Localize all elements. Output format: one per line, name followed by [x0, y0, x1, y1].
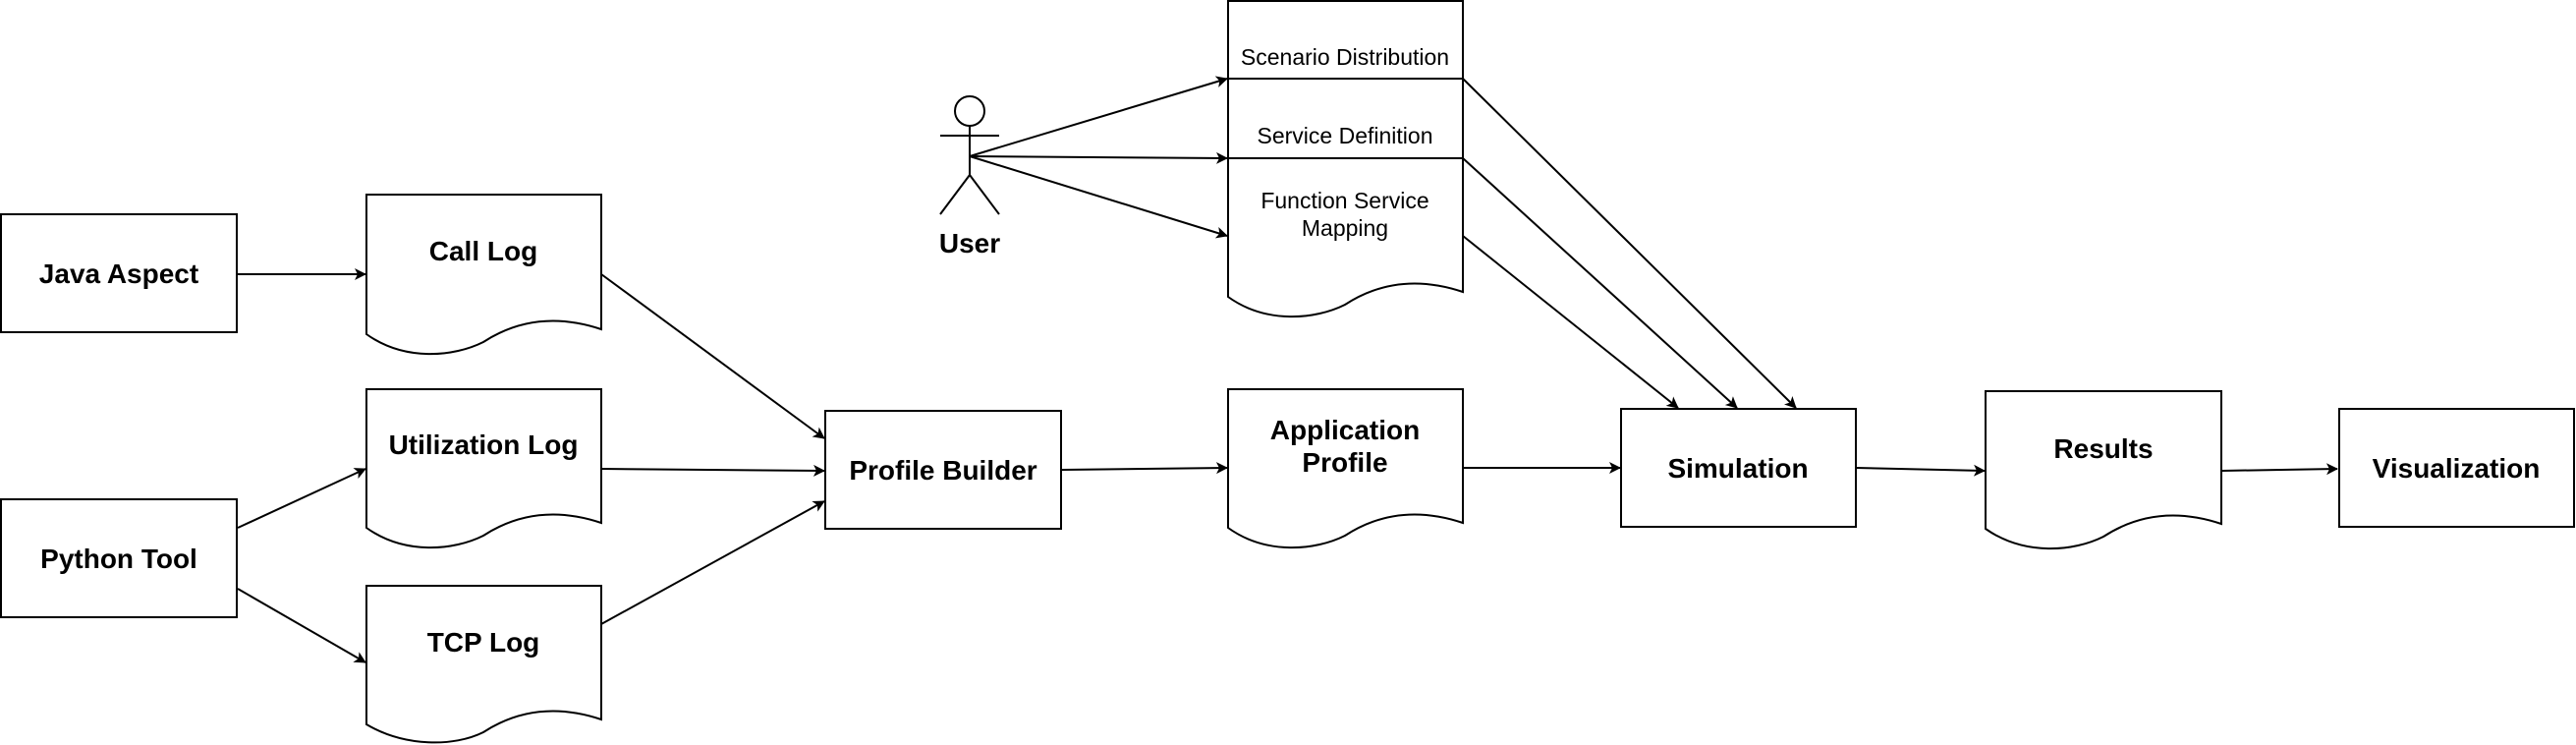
edge-scenario-distribution-to-simulation [1462, 78, 1797, 409]
call-log-label: Call Log [429, 236, 537, 266]
edge-tcp-log-to-profile-builder [600, 500, 825, 625]
function-service-mapping-label-line1: Function Service [1260, 188, 1428, 213]
scenario-distribution-label: Scenario Distribution [1241, 44, 1449, 70]
edge-user-to-service-definition [969, 151, 1228, 164]
simulation-label: Simulation [1667, 453, 1808, 484]
java-aspect-label: Java Aspect [39, 258, 198, 289]
python-tool-node: Python Tool [0, 498, 238, 618]
application-profile-label-line2: Profile [1302, 447, 1387, 478]
tcp-log-document: TCP Log [365, 585, 602, 744]
edge-profile-builder-to-application-profile [1061, 462, 1228, 475]
edge-python-tool-to-utilization-log [237, 468, 366, 529]
visualization-label: Visualization [2373, 453, 2541, 484]
utilization-log-document: Utilization Log [365, 388, 602, 549]
edge-simulation-to-results [1855, 464, 1986, 477]
scenario-distribution-node: Scenario Distribution [1227, 0, 1464, 80]
profile-builder-label: Profile Builder [849, 455, 1036, 486]
edge-function-service-mapping-to-simulation [1462, 235, 1679, 409]
user-actor: User [939, 95, 1000, 258]
edge-call-log-to-profile-builder [600, 273, 825, 439]
profile-builder-node: Profile Builder [824, 410, 1062, 530]
edge-user-to-scenario-distribution [969, 76, 1228, 157]
user-actor-left-leg [939, 174, 971, 215]
service-definition-node: Service Definition [1227, 78, 1464, 159]
edges [237, 76, 2338, 663]
results-document: Results [1985, 390, 2222, 550]
visualization-node: Visualization [2338, 408, 2575, 528]
function-service-mapping-label-line2: Mapping [1302, 215, 1388, 241]
service-definition-label: Service Definition [1258, 123, 1433, 148]
user-actor-right-leg [969, 174, 1000, 215]
user-label: User [939, 228, 1000, 258]
edge-python-tool-to-tcp-log [237, 588, 366, 663]
edge-service-definition-to-simulation [1462, 157, 1738, 409]
call-log-document: Call Log [365, 194, 602, 356]
application-profile-label-line1: Application [1270, 415, 1420, 445]
utilization-log-label: Utilization Log [389, 430, 579, 460]
user-actor-head [954, 95, 985, 127]
java-aspect-node: Java Aspect [0, 213, 238, 333]
tcp-log-label: TCP Log [427, 627, 540, 658]
application-profile-document: Application Profile [1227, 388, 1464, 549]
python-tool-label: Python Tool [40, 544, 197, 574]
simulation-node: Simulation [1620, 408, 1857, 528]
edge-results-to-visualization [2220, 463, 2338, 476]
edge-user-to-function-service-mapping [969, 155, 1228, 239]
results-label: Results [2053, 433, 2153, 464]
edge-utilization-log-to-profile-builder [600, 464, 825, 477]
function-service-mapping-document: Function Service Mapping [1227, 157, 1464, 318]
